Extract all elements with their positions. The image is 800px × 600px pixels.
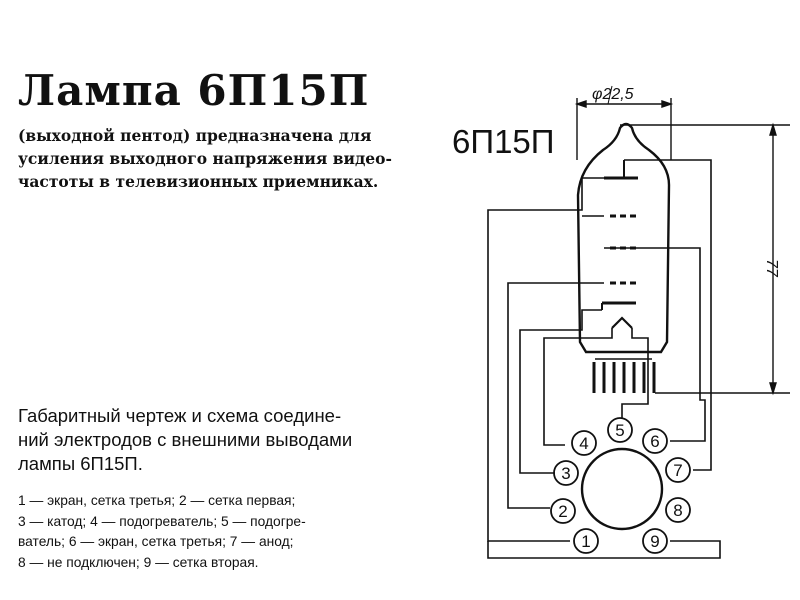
caption-line: Габаритный чертеж и схема соедине- — [18, 405, 342, 426]
diameter-label: φ22,5 — [592, 86, 634, 103]
socket-pin-9: 9 — [642, 528, 668, 554]
diameter-dimension — [574, 85, 674, 160]
intro-line: частоты в телевизионных приемниках. — [18, 172, 379, 191]
socket-pin-7: 7 — [665, 457, 691, 483]
intro-line: (выходной пентод) предназначена для — [18, 126, 372, 145]
legend-line: ватель; 6 — экран, сетка третья; 7 — ано… — [18, 534, 294, 549]
pin-number: 8 — [673, 501, 682, 520]
tube-pins — [592, 362, 656, 393]
connection-wires — [487, 159, 721, 559]
pin-legend: 1 — экран, сетка третья; 2 — сетка перва… — [18, 491, 443, 573]
pin-number: 3 — [561, 464, 570, 483]
pin-number: 2 — [558, 502, 567, 521]
page-title: Лампа 6П15П — [18, 66, 370, 115]
socket-pin-2: 2 — [550, 498, 576, 524]
caption-line: лампы 6П15П. — [18, 453, 143, 474]
pin-number: 1 — [581, 532, 590, 551]
tube-electrodes — [601, 160, 638, 329]
socket-pin-8: 8 — [665, 497, 691, 523]
tube-envelope — [576, 122, 671, 354]
socket-outline — [580, 447, 664, 531]
legend-line: 1 — экран, сетка третья; 2 — сетка перва… — [18, 493, 296, 508]
socket-pin-1: 1 — [573, 528, 599, 554]
heater — [611, 316, 633, 329]
figure-caption: Габаритный чертеж и схема соедине- ний э… — [18, 404, 438, 476]
socket-pin-5: 5 — [607, 417, 633, 443]
caption-line: ний электродов с внешними выводами — [18, 429, 353, 450]
height-label: 77 — [763, 259, 780, 278]
tube-type-label: 6П15П — [452, 123, 555, 160]
socket-pin-4: 4 — [571, 430, 597, 456]
pin-number: 5 — [615, 421, 624, 440]
legend-line: 3 — катод; 4 — подогреватель; 5 — подогр… — [18, 513, 306, 529]
pin-number: 7 — [673, 461, 682, 480]
intro-text: (выходной пентод) предназначена для усил… — [18, 124, 438, 193]
socket-pin-3: 3 — [553, 460, 579, 486]
pin-number: 4 — [579, 434, 588, 453]
pin-number: 9 — [650, 532, 659, 551]
socket-pin-6: 6 — [642, 428, 668, 454]
pin-number: 6 — [650, 432, 659, 451]
height-dimension — [620, 122, 790, 396]
intro-line: усиления выходного напряжения видео- — [18, 149, 392, 168]
legend-line: 8 — не подключен; 9 — сетка вторая. — [18, 554, 259, 570]
